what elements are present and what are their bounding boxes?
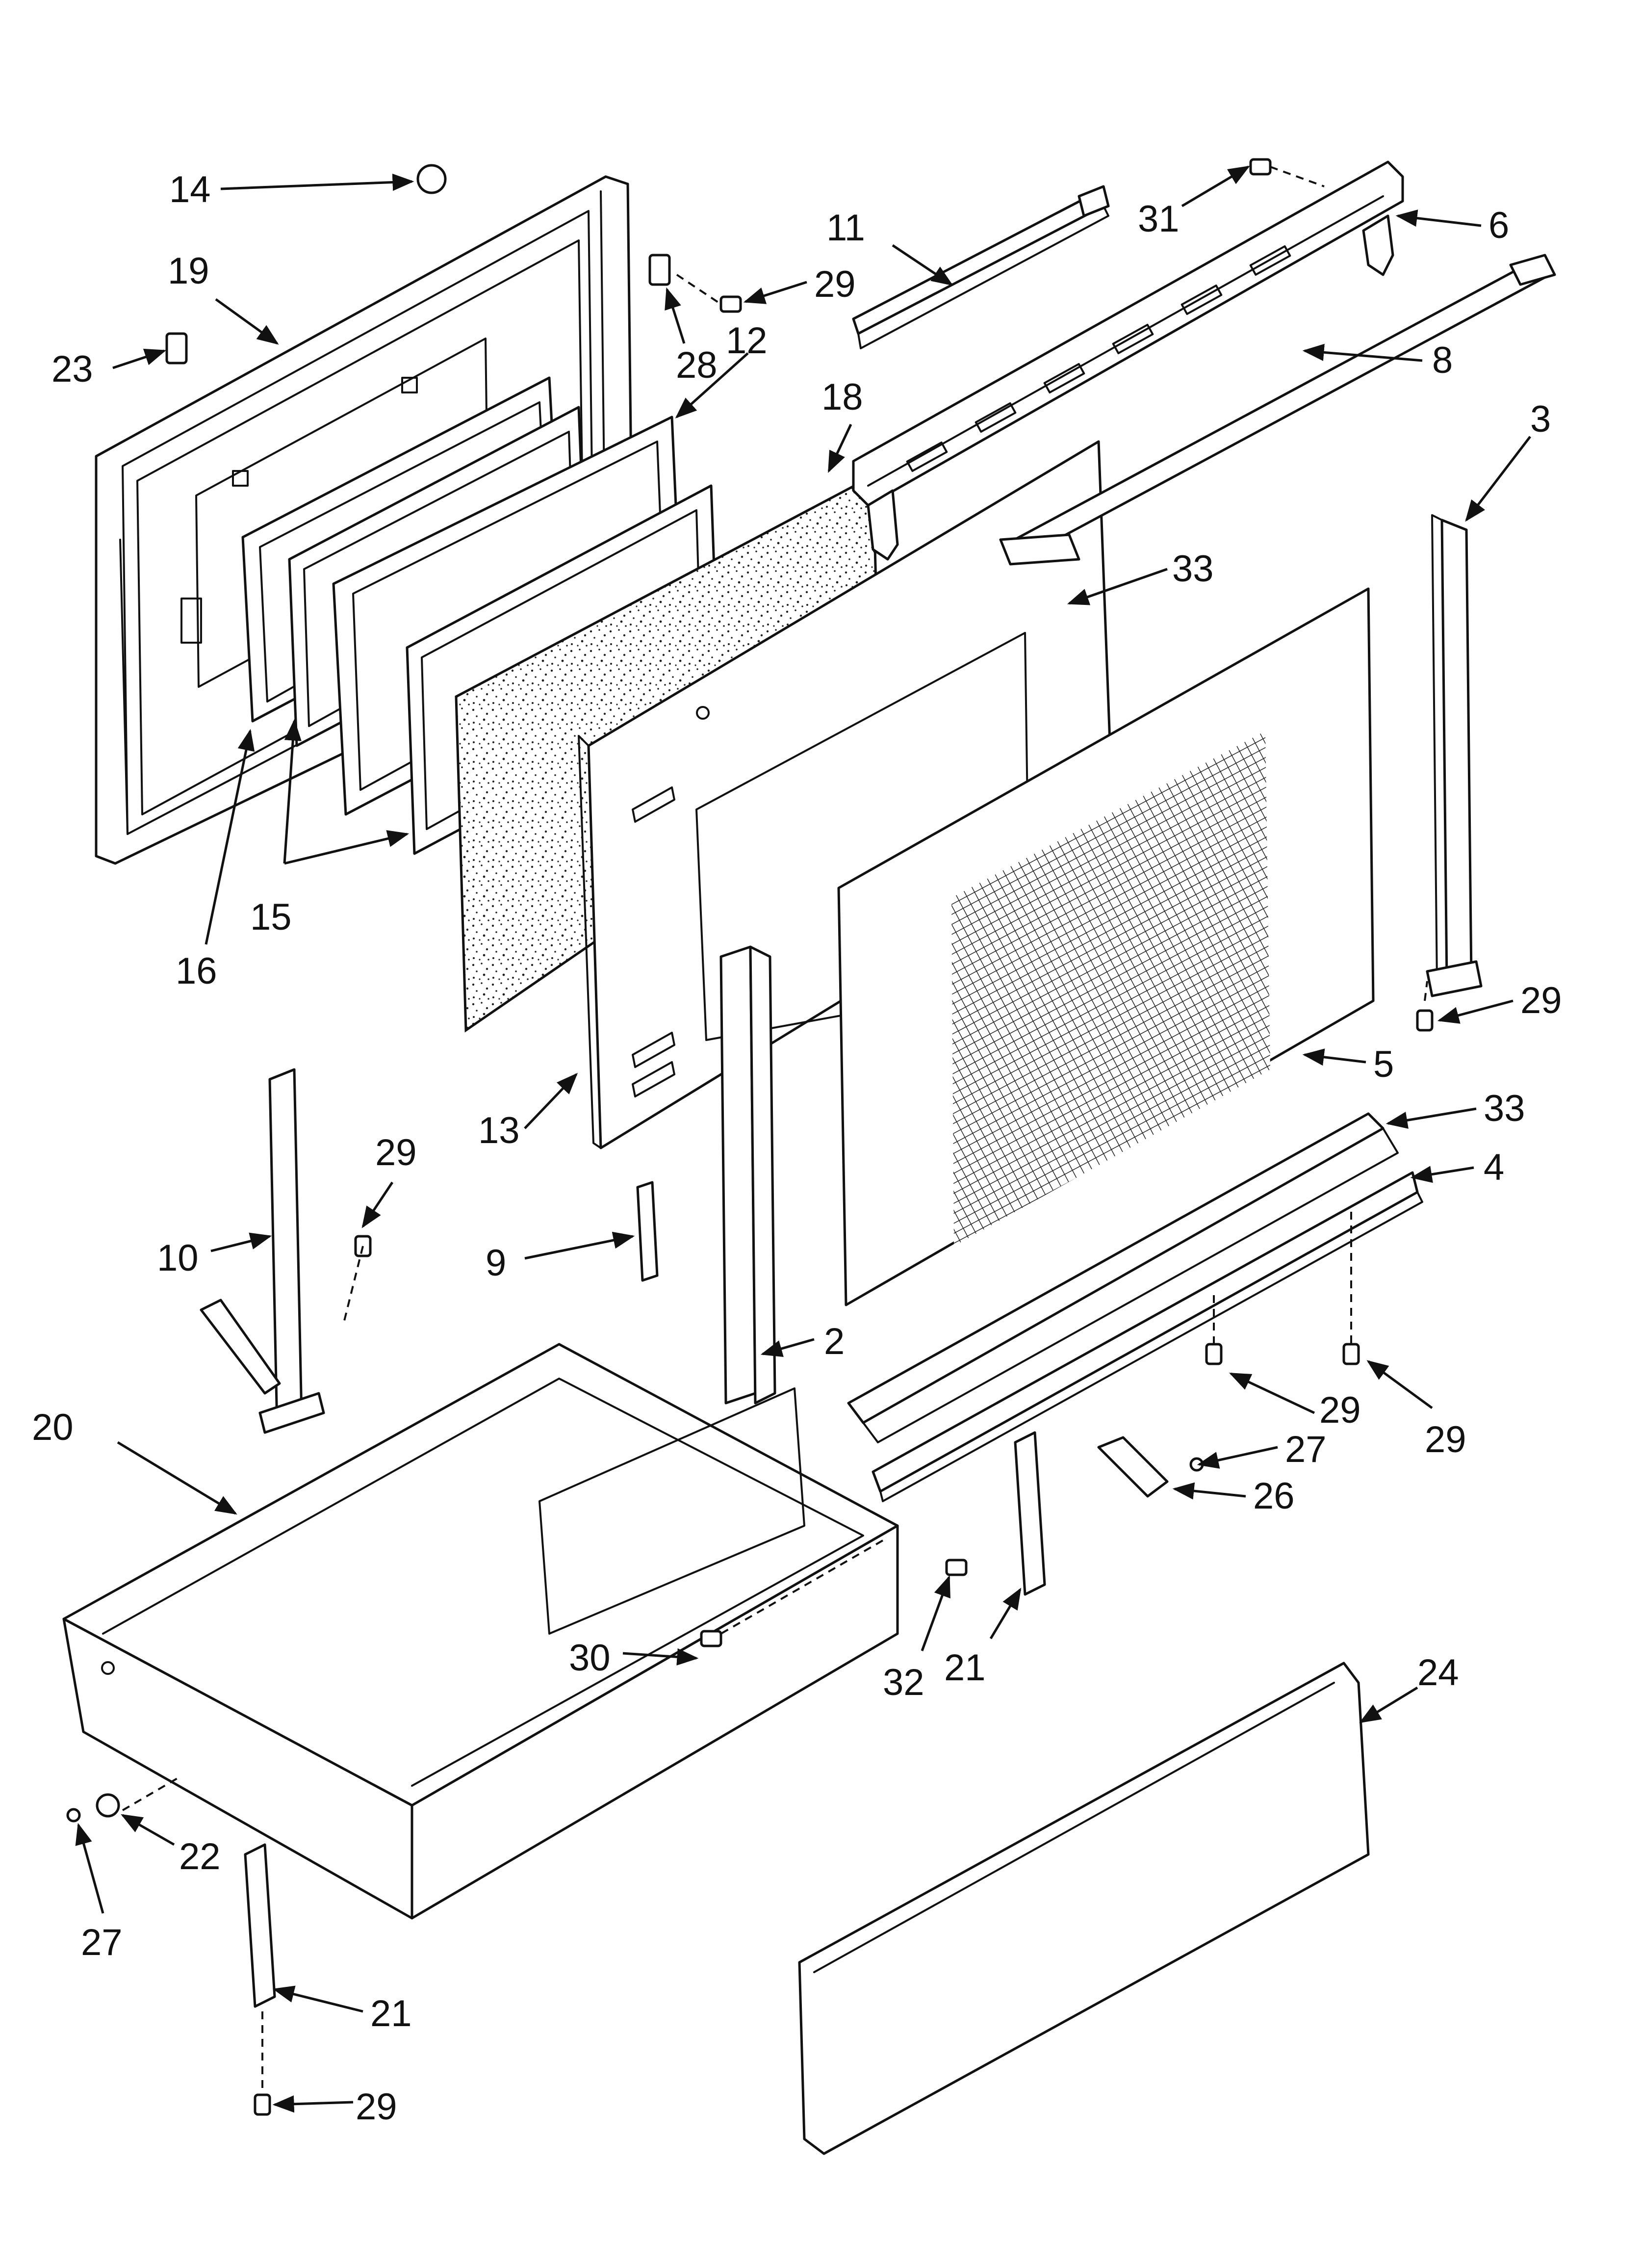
callout-8: 8	[1432, 339, 1453, 381]
drawer-slide-right	[1014, 1431, 1046, 1596]
side-channel-left	[200, 1068, 325, 1434]
callout-29-right: 29	[1520, 980, 1562, 1021]
callout-4: 4	[1484, 1147, 1504, 1188]
callout-20: 20	[32, 1407, 74, 1448]
side-channel-center	[719, 945, 776, 1405]
callout-9: 9	[486, 1242, 506, 1284]
callout-27-right: 27	[1285, 1429, 1327, 1470]
alignment-lines	[122, 166, 1428, 2095]
callout-21-left: 21	[370, 1993, 412, 2034]
callout-29-left: 29	[375, 1132, 417, 1173]
callout-12: 12	[726, 320, 768, 362]
callout-5: 5	[1373, 1043, 1394, 1085]
door-vent-trim	[852, 160, 1404, 561]
leader-arrows	[75, 165, 1531, 2113]
side-channel-right	[1426, 514, 1483, 997]
callout-29-bracket-b: 29	[1425, 1419, 1466, 1460]
callout-27-left: 27	[81, 1922, 123, 1963]
callout-23: 23	[51, 348, 93, 390]
door-handle	[999, 254, 1556, 566]
bottom-hinge-bracket	[872, 1171, 1423, 1502]
callout-32: 32	[883, 1662, 924, 1703]
callout-11: 11	[826, 207, 865, 249]
callout-21-right: 21	[944, 1647, 986, 1689]
callout-29-bracket-a: 29	[1319, 1389, 1361, 1431]
callout-10: 10	[157, 1237, 199, 1279]
callout-3: 3	[1530, 398, 1551, 440]
callout-29-bottom: 29	[356, 2086, 397, 2128]
callout-33-upper: 33	[1172, 548, 1214, 590]
hinge-bracket-top	[852, 185, 1110, 349]
callout-2: 2	[824, 1321, 845, 1362]
callout-24: 24	[1417, 1652, 1459, 1694]
storage-drawer	[62, 1343, 899, 1920]
callout-26: 26	[1253, 1475, 1295, 1517]
spacer-block	[636, 1181, 659, 1282]
callout-13: 13	[478, 1110, 520, 1151]
callout-6: 6	[1488, 205, 1509, 246]
callout-18: 18	[821, 376, 863, 418]
bottom-door-bracket	[847, 1112, 1399, 1443]
drawer-front-panel	[798, 1662, 1370, 2155]
callout-22: 22	[179, 1836, 221, 1877]
callout-33-lower: 33	[1484, 1088, 1525, 1129]
callout-28: 28	[676, 344, 718, 386]
drawer-slide-left	[244, 1843, 276, 2008]
callout-29-top: 29	[814, 263, 856, 305]
outer-door-glass	[837, 587, 1375, 1306]
callout-16: 16	[176, 950, 217, 992]
callout-15: 15	[250, 896, 292, 938]
callout-19: 19	[168, 250, 209, 292]
callout-labels: 14 19 23 28 29 12 11 31 6 8 18 3 33 16 1…	[32, 169, 1562, 2128]
callout-30: 30	[569, 1637, 611, 1679]
callout-31: 31	[1138, 198, 1180, 240]
callout-14: 14	[169, 169, 211, 210]
